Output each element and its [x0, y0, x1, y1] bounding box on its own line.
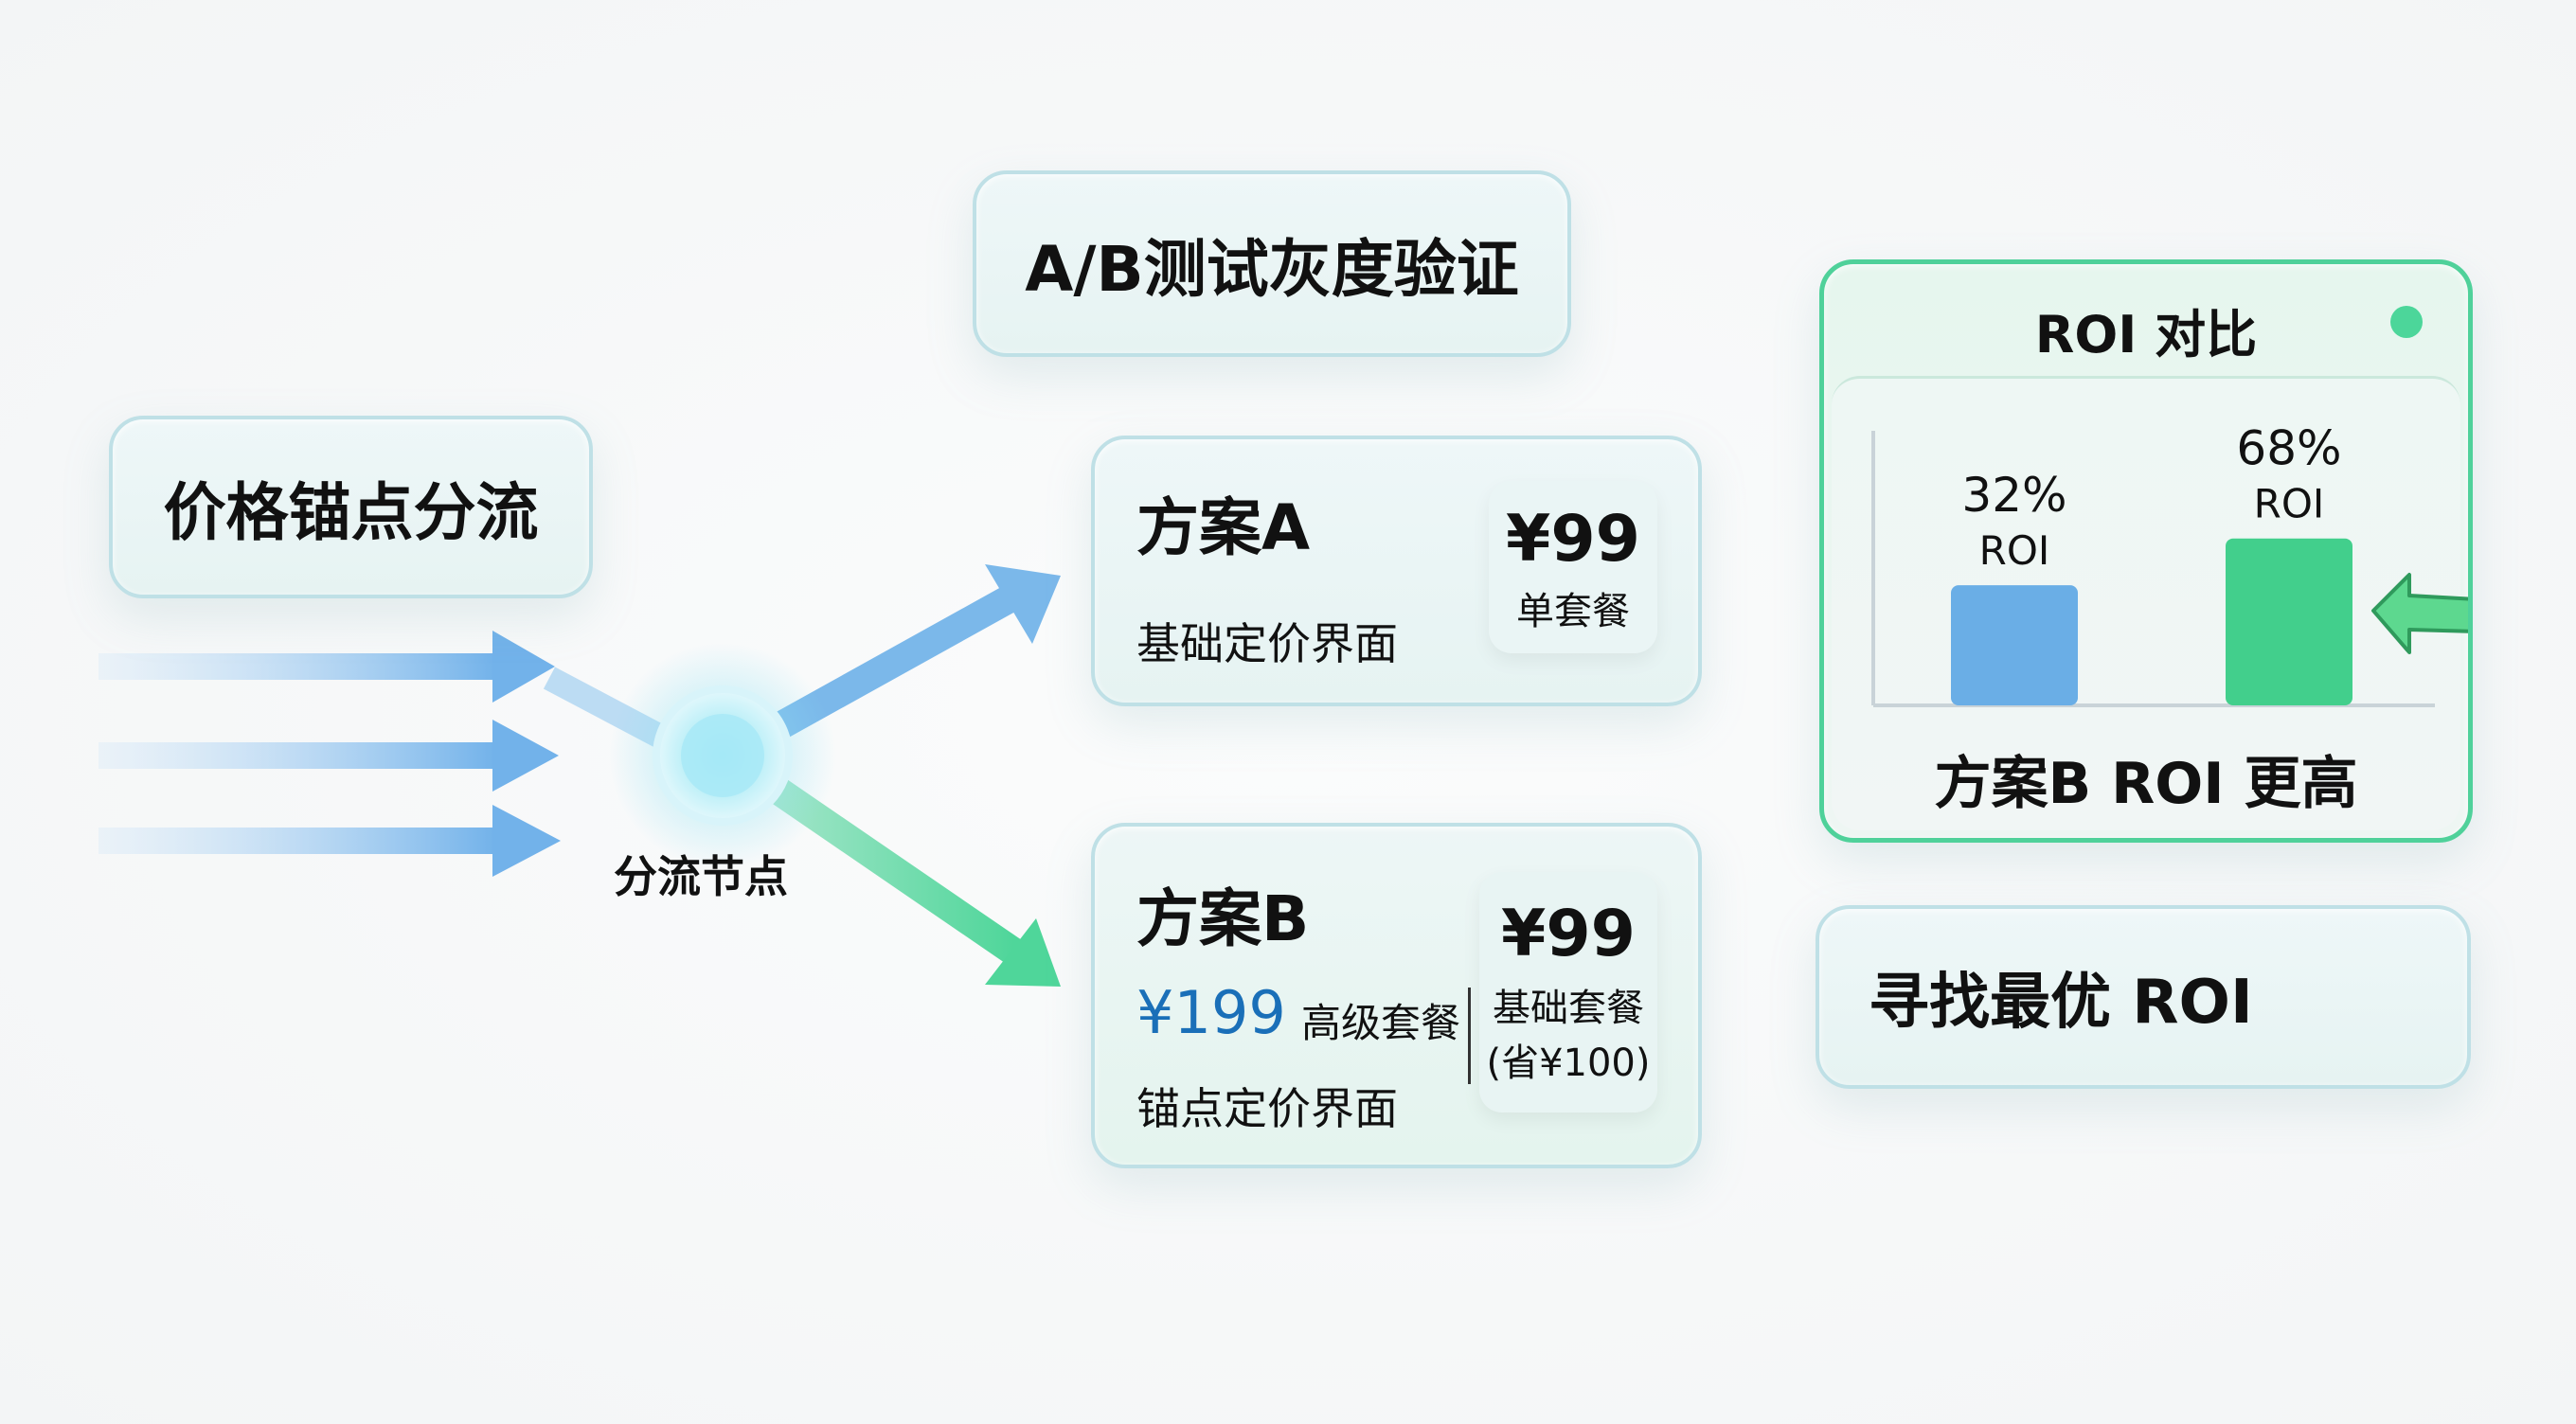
goal-box: 寻找最优 ROI — [1816, 905, 2471, 1089]
plan-b-savings: (省¥100) — [1486, 1041, 1651, 1085]
plan-b-price-label: 基础套餐 — [1493, 987, 1644, 1030]
plan-a-name: 方案A — [1136, 491, 1311, 564]
highlight-arrow-icon — [2371, 573, 2468, 654]
status-dot-icon — [2390, 306, 2423, 338]
roi-bar — [1951, 585, 2078, 705]
plan-b-anchor-price: ¥199 — [1136, 978, 1286, 1047]
roi-bar-sub-label: ROI — [2254, 481, 2325, 527]
plan-a-subtitle: 基础定价界面 — [1136, 618, 1398, 669]
roi-conclusion: 方案B ROI 更高 — [1934, 751, 2358, 817]
roi-title: ROI 对比 — [2034, 305, 2258, 365]
plan-b-name: 方案B — [1136, 882, 1310, 955]
roi-bar-sub-label: ROI — [1979, 527, 2050, 574]
page-title: A/B测试灰度验证 — [1025, 232, 1519, 306]
goal-text: 寻找最优 ROI — [1869, 968, 2253, 1038]
incoming-arrow — [98, 805, 561, 877]
split-node-label: 分流节点 — [614, 851, 788, 902]
title-box: A/B测试灰度验证 — [973, 170, 1571, 357]
plan-b-card: 方案B ¥199 高级套餐 锚点定价界面 ¥99 基础套餐 (省¥100) — [1091, 823, 1702, 1168]
roi-bar-value-label: 68% — [2236, 421, 2341, 476]
plan-b-price-box: ¥99 基础套餐 (省¥100) — [1479, 872, 1657, 1112]
divider — [1468, 988, 1471, 1084]
roi-bar — [2226, 538, 2352, 705]
plan-a-price: ¥99 — [1506, 502, 1640, 577]
split-box: 价格锚点分流 — [109, 416, 593, 598]
roi-bar-value-label: 32% — [1961, 468, 2066, 523]
plan-b-anchor-label: 高级套餐 — [1301, 1000, 1461, 1046]
plan-a-card: 方案A 基础定价界面 ¥99 单套餐 — [1091, 436, 1702, 706]
plan-a-price-box: ¥99 单套餐 — [1489, 481, 1657, 653]
split-title: 价格锚点分流 — [163, 475, 539, 549]
incoming-arrow — [98, 631, 555, 703]
plan-b-price: ¥99 — [1501, 897, 1636, 971]
plan-a-price-label: 单套餐 — [1516, 590, 1630, 633]
roi-chart-panel — [1832, 376, 2460, 830]
incoming-arrow — [98, 720, 559, 792]
plan-b-subtitle: 锚点定价界面 — [1136, 1083, 1398, 1134]
